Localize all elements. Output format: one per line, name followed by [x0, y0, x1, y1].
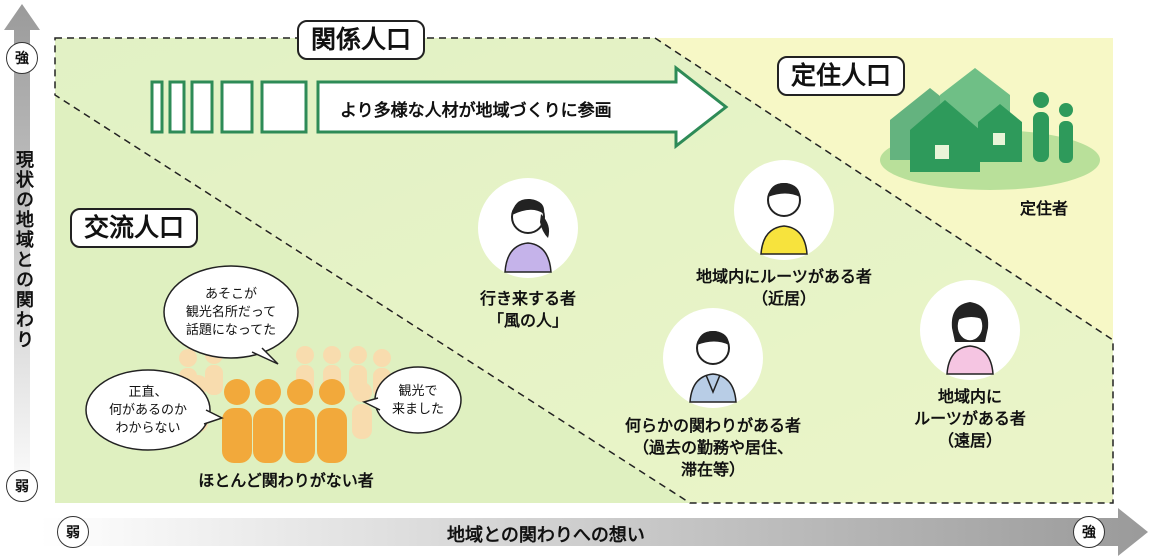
koryu-area: [55, 100, 690, 503]
bubble-left-text: 正直、何があるのかわからない: [108, 385, 187, 436]
person-kako-icon: [663, 308, 763, 408]
x-axis-label: 地域との関わりへの想い: [447, 525, 645, 546]
house-icon: [880, 68, 1100, 190]
kinkyo-label: 地域内にルーツがある者（近居）: [696, 267, 872, 308]
kankei-area: [55, 38, 1113, 503]
kako-label: 何らかの関わりがある者（過去の勤務や居住、滞在等）: [624, 416, 801, 479]
teijusha-label: 定住者: [1020, 199, 1069, 218]
person-kinkyo-icon: [734, 160, 834, 260]
bubble-right-text: 観光で来ました: [391, 384, 444, 417]
kankei-label: 関係人口: [297, 20, 426, 60]
enkyo-label: 地域内にルーツがある者（遠居）: [914, 387, 1026, 450]
x-axis-strong-badge: 強: [1073, 516, 1105, 548]
hotondo-label: ほとんど関わりがない者: [198, 471, 374, 490]
koryu-label: 交流人口: [70, 208, 199, 248]
x-axis-arrow: [40, 508, 1148, 556]
x-axis-weak-badge: 弱: [57, 516, 89, 548]
participation-arrow: [150, 64, 729, 150]
bubble-top-text: あそこが観光名所だって話題になってた: [185, 287, 277, 338]
teiju-label: 定住人口: [777, 56, 906, 96]
y-axis-weak-badge: 弱: [6, 470, 38, 502]
person-kaze-icon: [478, 178, 578, 278]
y-axis-arrow: [4, 4, 40, 505]
arrow-text: より多様な人材が地域づくりに参画: [340, 101, 612, 121]
speech-bubbles: [85, 265, 462, 451]
kaze-label: 行き来する者「風の人」: [479, 289, 576, 330]
dashed-boundaries: [54, 37, 1114, 504]
person-enkyo-icon: [920, 280, 1020, 380]
y-axis-strong-badge: 強: [6, 42, 38, 74]
y-axis-label: 現状の地域との関わり: [13, 150, 34, 350]
